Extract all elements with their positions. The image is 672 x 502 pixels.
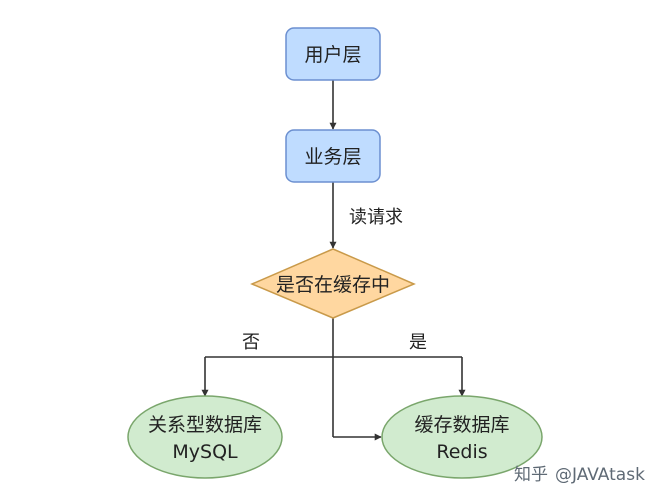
node-redis: 缓存数据库 Redis — [381, 395, 543, 479]
node-business-layer: 业务层 — [285, 129, 381, 183]
node-user-layer: 用户层 — [285, 27, 381, 81]
node-redis-ellipse — [381, 395, 543, 479]
node-cache-decision-diamond — [250, 248, 416, 319]
node-cache-decision: 是否在缓存中 — [250, 248, 416, 319]
node-user-layer-label: 用户层 — [304, 44, 361, 66]
watermark-author: @JAVAtask — [555, 465, 645, 485]
node-mysql-label-line1: 关系型数据库 — [148, 414, 262, 436]
node-mysql: 关系型数据库 MySQL — [127, 395, 283, 479]
node-cache-decision-label: 是否在缓存中 — [276, 274, 390, 296]
node-user-layer-box — [285, 27, 381, 81]
watermark: 知乎 @JAVAtask — [514, 465, 645, 485]
node-redis-label-line1: 缓存数据库 — [414, 414, 509, 436]
watermark-site: 知乎 — [514, 465, 548, 485]
node-business-layer-label: 业务层 — [304, 146, 361, 168]
node-business-layer-box — [285, 129, 381, 183]
edge-label-yes: 是 — [409, 332, 427, 353]
node-mysql-ellipse — [127, 395, 283, 479]
node-redis-label-line2: Redis — [436, 441, 487, 463]
edge-label-read-request: 读请求 — [349, 207, 403, 228]
node-mysql-label-line2: MySQL — [172, 441, 238, 463]
edge-label-no: 否 — [242, 332, 260, 353]
